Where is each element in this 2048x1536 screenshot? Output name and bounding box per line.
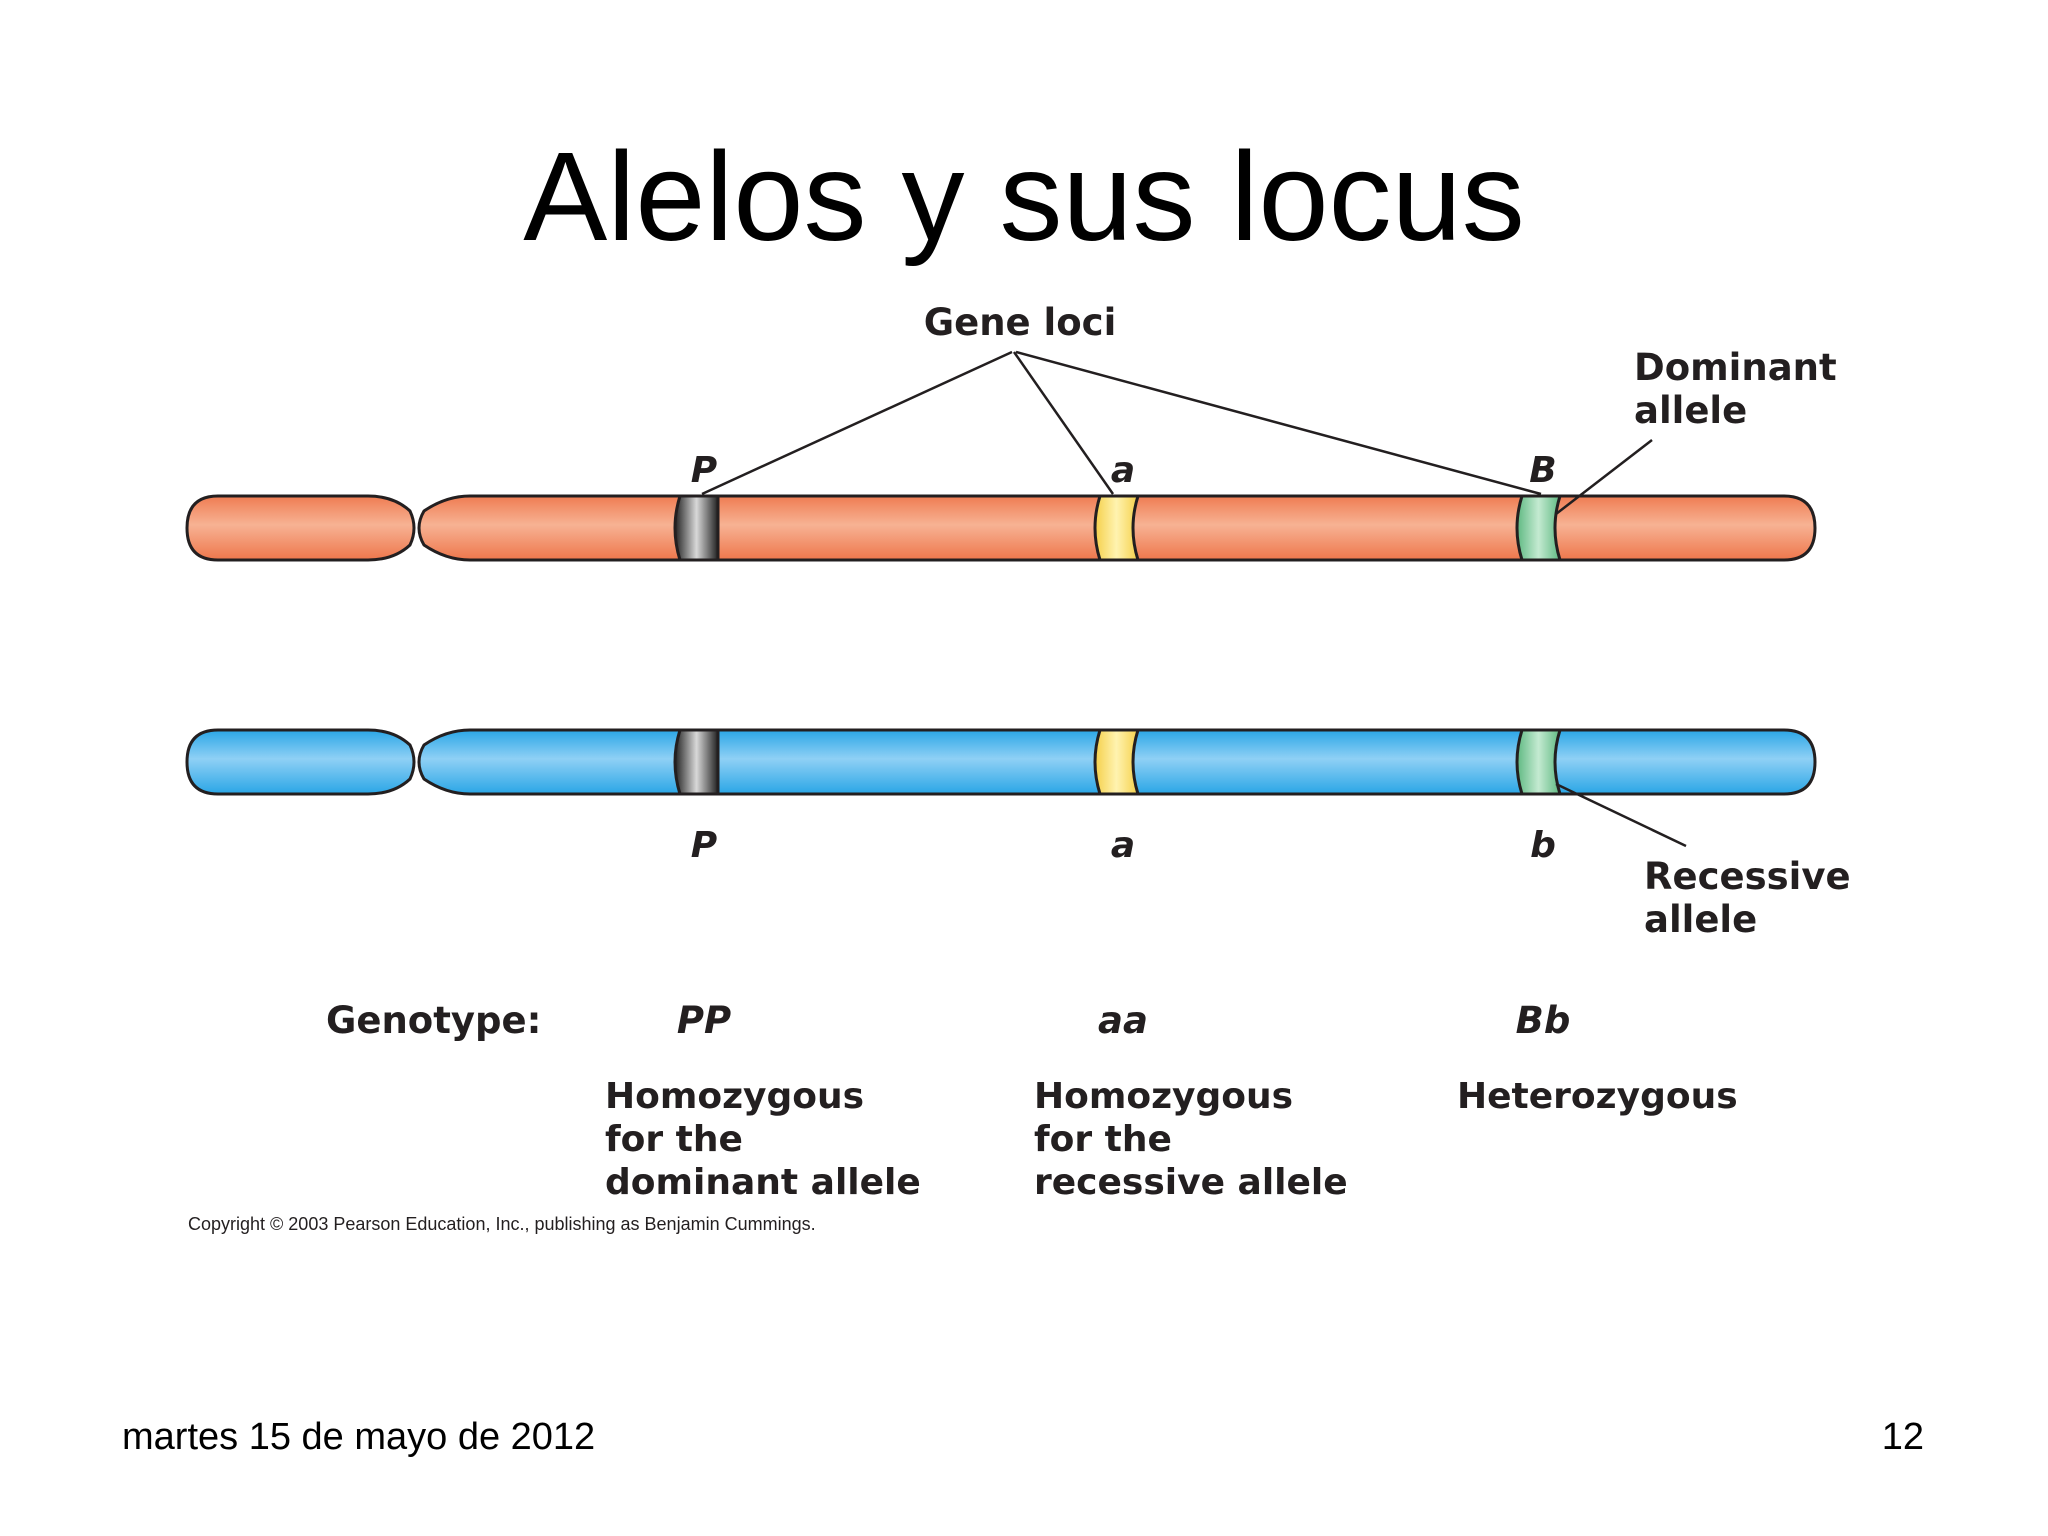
- recessive-allele-label-line1: Recessive: [1644, 855, 1851, 898]
- bottom-allele-a: a: [1111, 825, 1135, 866]
- top-allele-a: a: [1111, 450, 1135, 491]
- locus-a-band-bottom: [1093, 728, 1141, 796]
- genotype-label: Genotype:: [326, 999, 541, 1042]
- dominant-allele-label-line1: Dominant: [1634, 346, 1837, 389]
- bottom-chromosome: [185, 728, 1817, 796]
- locus-b-band-top: [1515, 494, 1563, 562]
- description-aa-line2: for the: [1034, 1119, 1172, 1160]
- description-pp-line3: dominant allele: [605, 1162, 921, 1203]
- locus-b-band-bottom: [1515, 728, 1563, 796]
- copyright-notice: Copyright © 2003 Pearson Education, Inc.…: [188, 1214, 816, 1234]
- footer-date: martes 15 de mayo de 2012: [122, 1416, 596, 1458]
- top-allele-b: B: [1529, 450, 1556, 491]
- genotype-aa: aa: [1098, 999, 1148, 1042]
- description-pp-line2: for the: [605, 1119, 743, 1160]
- description-pp-line1: Homozygous: [605, 1076, 864, 1117]
- locus-p-band-top: [673, 494, 720, 562]
- recessive-allele-label-line2: allele: [1644, 898, 1757, 941]
- description-aa-line1: Homozygous: [1034, 1076, 1293, 1117]
- description-bb-line1: Heterozygous: [1457, 1076, 1738, 1117]
- dominant-allele-label-line2: allele: [1634, 389, 1747, 432]
- top-chromosome: [185, 494, 1817, 562]
- slide-title: Alelos y sus locus: [523, 126, 1525, 267]
- genotype-bb: Bb: [1516, 999, 1571, 1042]
- locus-a-band-top: [1093, 494, 1141, 562]
- bottom-allele-p: P: [691, 825, 717, 866]
- genotype-pp: PP: [677, 999, 731, 1042]
- top-allele-p: P: [691, 450, 717, 491]
- leader-lines: [701, 350, 1687, 848]
- description-aa-line3: recessive allele: [1034, 1162, 1348, 1203]
- locus-p-band-bottom: [673, 728, 720, 796]
- bottom-allele-b: b: [1530, 825, 1556, 866]
- gene-loci-label: Gene loci: [924, 301, 1117, 344]
- page-number: 12: [1881, 1416, 1924, 1458]
